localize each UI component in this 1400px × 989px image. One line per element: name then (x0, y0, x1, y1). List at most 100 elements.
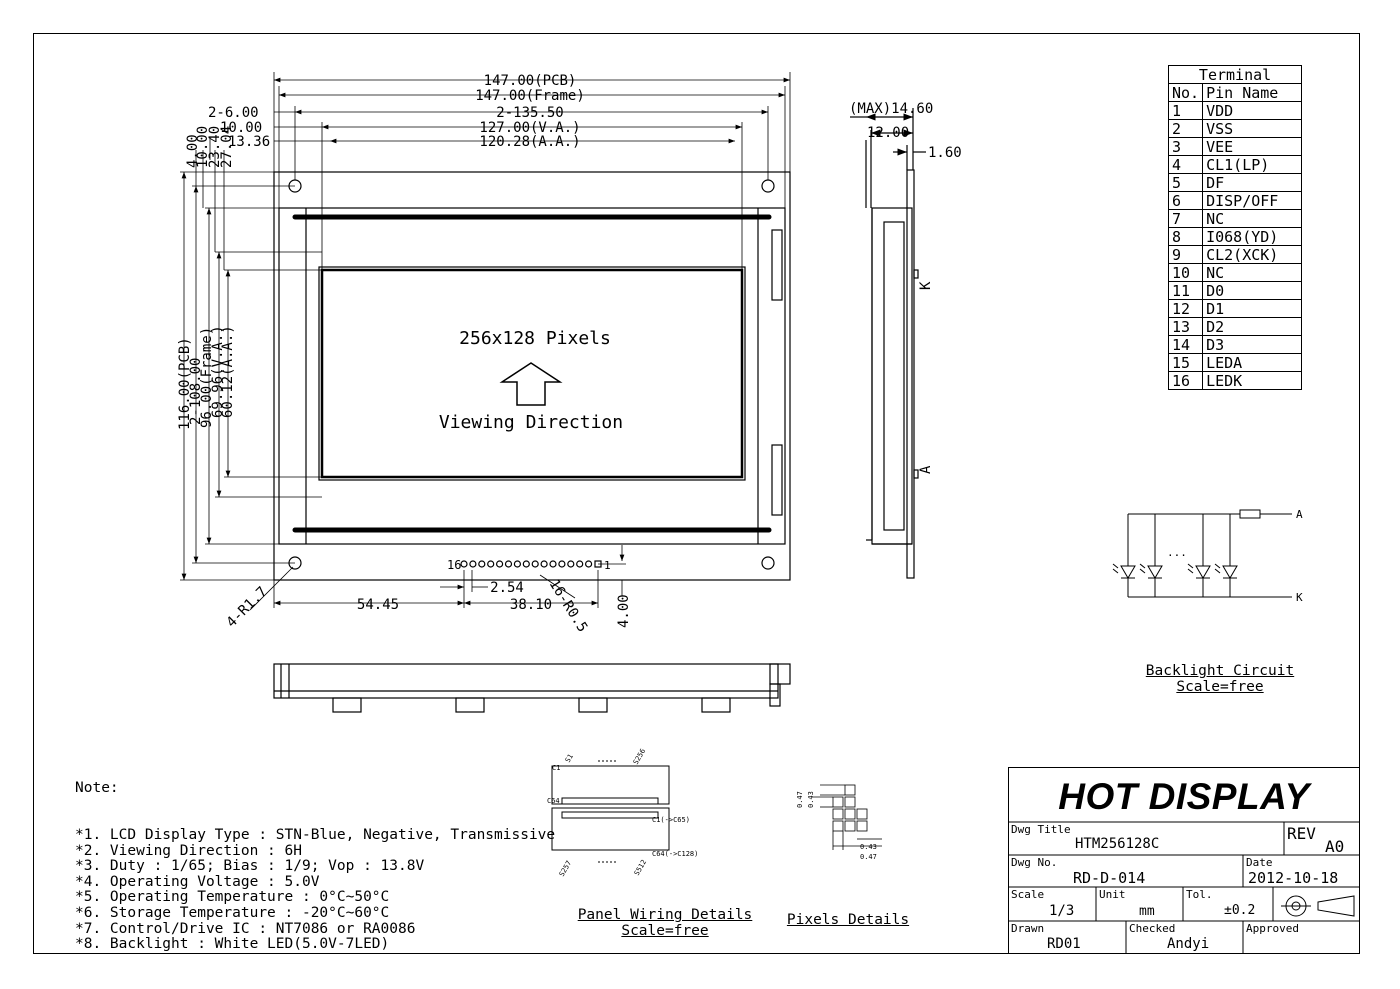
dim-left-10: 10.00 (195, 126, 211, 168)
pin-hole (549, 560, 557, 568)
pin-number: 16 (1167, 371, 1204, 390)
wiring-c64: C64 (547, 797, 560, 805)
dim-pin-margin: 4.00 (616, 594, 632, 628)
dim-hole-radius: 4-R1.7 (224, 584, 271, 631)
note-item: *1. LCD Display Type : STN-Blue, Negativ… (75, 826, 556, 843)
pin-number: 3 (1167, 137, 1204, 156)
pin-number: 6 (1167, 191, 1204, 210)
dim-hole-offset-x: 2-6.00 (208, 105, 259, 121)
pin-name: I068(YD) (1202, 227, 1303, 246)
checked-cell: Checked Andyi (1127, 922, 1244, 955)
pin-name: LEDK (1202, 371, 1303, 390)
notes: Note: *1. LCD Display Type : STN-Blue, N… (75, 750, 555, 968)
approved-cell: Approved (1244, 922, 1361, 955)
pin-hole (576, 560, 584, 568)
pin-number: 7 (1167, 209, 1204, 228)
company-name: HOT DISPLAY (1058, 776, 1310, 817)
lead-k-label: K (918, 281, 934, 290)
dwg-no-cell: Dwg No. RD-D-014 (1009, 856, 1244, 888)
pin-number: 4 (1167, 155, 1204, 174)
led-ellipsis: ... (1167, 546, 1187, 559)
scale-cell: Scale 1/3 (1009, 888, 1097, 922)
dwg-no-label: Dwg No. (1011, 856, 1058, 869)
pin-name: CL1(LP) (1202, 155, 1303, 174)
dim-pcb-height: 116.00(PCB) (177, 337, 193, 430)
dwg-title: HTM256128C (1075, 836, 1160, 852)
notes-heading: Note: (75, 780, 119, 797)
pin-name: DF (1202, 173, 1303, 192)
unit-value: mm (1139, 904, 1155, 919)
panel-wiring-diagram (551, 760, 670, 863)
dim-va-offset-x: 10.00 (220, 120, 262, 136)
note-item: *3. Duty : 1/65; Bias : 1/9; Vop : 13.8V (75, 858, 425, 875)
col-no: No. (1167, 83, 1204, 102)
dim-va-width: 127.00(V.A.) (479, 120, 580, 136)
scale-value: 1/3 (1049, 903, 1075, 919)
rev-cell: REV A0 (1285, 823, 1361, 856)
led-diode (1187, 514, 1211, 597)
dim-pcb-thick: 1.60 (928, 145, 962, 161)
pin-hole (567, 560, 575, 568)
note-item: *5. Operating Temperature : 0°C~50°C (75, 889, 390, 906)
dim-frame-width: 147.00(Frame) (475, 88, 585, 104)
pin-number: 9 (1167, 245, 1204, 264)
dim-frame-height: 96.00(Frame) (199, 327, 215, 428)
dim-pin-pitch: 2.54 (490, 580, 524, 596)
dim-max-thickness: (MAX)14.60 (849, 101, 933, 117)
pin-hole (531, 560, 539, 568)
mount-hole (761, 556, 775, 570)
top-dimensions (209, 72, 791, 270)
title-block-grid (1008, 821, 1360, 954)
approved-label: Approved (1246, 922, 1299, 935)
note-item: *4. Operating Voltage : 5.0V (75, 873, 320, 890)
led-diode (1139, 514, 1163, 597)
wiring-c64-alt: C64(->C128) (652, 850, 698, 858)
node-k-label: K (1296, 591, 1303, 604)
tol-value: ±0.2 (1224, 903, 1256, 918)
note-item: *8. Backlight : White LED(5.0V-7LED) (75, 936, 390, 953)
dwg-title-label: Dwg Title (1011, 823, 1071, 836)
unit-cell: Unit mm (1097, 888, 1184, 922)
drawn-label: Drawn (1011, 922, 1045, 935)
bottom-dimensions (249, 545, 626, 611)
dim-hole-span-v: 2-108.00 (188, 358, 204, 425)
pin-number: 12 (1167, 299, 1204, 318)
panel-wiring-title: Panel Wiring Details (577, 907, 753, 923)
drawn-value: RD01 (1047, 936, 1081, 952)
note-item: *6. Storage Temperature : -20°C~60°C (75, 904, 390, 921)
pixels-detail-title: Pixels Details (786, 912, 910, 928)
dim-pcb-width: 147.00(PCB) (484, 73, 577, 89)
pin-number: 8 (1167, 227, 1204, 246)
viewing-area (320, 268, 744, 479)
note-item: *2. Viewing Direction : 6H (75, 842, 302, 859)
pixel-v2: 0.43 (807, 791, 815, 808)
note-item: *7. Control/Drive IC : NT7086 or RA0086 (75, 920, 416, 937)
pin-name: D2 (1202, 317, 1303, 336)
backlight-caption-title: Backlight Circuit (1145, 663, 1295, 679)
unit-label: Unit (1099, 888, 1126, 901)
pin-row (460, 560, 593, 568)
pin-hole (469, 560, 477, 568)
pin-hole (487, 560, 495, 568)
terminal-title: Terminal (1167, 65, 1303, 84)
pin-name: CL2(XCK) (1202, 245, 1303, 264)
pin-name: DISP/OFF (1202, 191, 1303, 210)
tol-cell: Tol. ±0.2 (1184, 888, 1274, 922)
pin-hole (522, 560, 530, 568)
node-a-label: A (1296, 508, 1303, 521)
panel-wiring-caption: Panel Wiring Details Scale=free (575, 907, 755, 939)
dim-hole-span: 2-135.50 (496, 105, 563, 121)
pin-number: 13 (1167, 317, 1204, 336)
dim-aa-height: 60.12(A.A.) (220, 325, 236, 418)
viewing-direction-arrow (499, 362, 563, 406)
pin-hole (478, 560, 486, 568)
